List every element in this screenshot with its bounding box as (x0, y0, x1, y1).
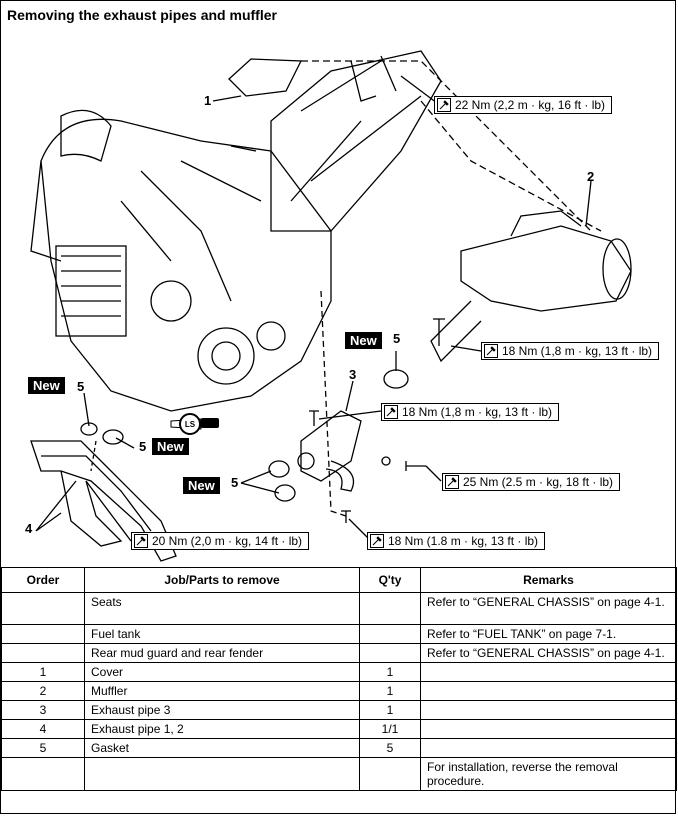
cell-order: 5 (1, 738, 85, 758)
cell-part: Exhaust pipe 1, 2 (84, 719, 360, 739)
torque-wrench-icon (437, 98, 451, 112)
cell-order (1, 757, 85, 791)
table-row: For installation, reverse the removal pr… (1, 757, 677, 791)
callout-1: 1 (204, 93, 212, 108)
callout-5-pipe3-gasket: 5 (231, 475, 239, 490)
table-header-row: Order Job/Parts to remove Q'ty Remarks (1, 567, 677, 593)
cell-part (84, 757, 360, 791)
cell-qty: 1 (359, 681, 421, 701)
torque-spec-muffler-clamp: 18 Nm (1,8 m · kg, 13 ft · lb) (481, 342, 660, 360)
new-badge: New (152, 438, 189, 455)
cell-order: 3 (1, 700, 85, 720)
cell-qty (359, 624, 421, 644)
header-qty: Q'ty (359, 567, 421, 593)
callout-2: 2 (587, 169, 595, 184)
callout-3: 3 (349, 367, 357, 382)
cell-order (1, 592, 85, 625)
cell-order: 2 (1, 681, 85, 701)
cell-order (1, 643, 85, 663)
cell-part: Fuel tank (84, 624, 360, 644)
table-row: 5 Gasket 5 (1, 738, 677, 758)
lubricant-ls-icon: LS (179, 413, 201, 435)
cell-remarks (420, 719, 677, 739)
parts-removal-table: Order Job/Parts to remove Q'ty Remarks S… (1, 567, 677, 791)
cell-order (1, 624, 85, 644)
cell-qty (359, 643, 421, 663)
torque-value: 22 Nm (2,2 m · kg, 16 ft · lb) (455, 98, 606, 112)
torque-spec-cover: 22 Nm (2,2 m · kg, 16 ft · lb) (434, 96, 613, 114)
cell-remarks: For installation, reverse the removal pr… (420, 757, 677, 791)
torque-wrench-icon (370, 534, 384, 548)
cell-part: Seats (84, 592, 360, 625)
table-row: 4 Exhaust pipe 1, 2 1/1 (1, 719, 677, 739)
page-title: Removing the exhaust pipes and muffler (7, 7, 277, 23)
cell-qty (359, 592, 421, 625)
callout-5-muffler-gasket: 5 (393, 331, 401, 346)
table-row: 3 Exhaust pipe 3 1 (1, 700, 677, 720)
cell-qty (359, 757, 421, 791)
cell-remarks: Refer to “FUEL TANK” on page 7-1. (420, 624, 677, 644)
header-job-parts: Job/Parts to remove (84, 567, 360, 593)
new-badge: New (345, 332, 382, 349)
torque-wrench-icon (384, 405, 398, 419)
torque-wrench-icon (484, 344, 498, 358)
header-remarks: Remarks (420, 567, 677, 593)
cell-order: 4 (1, 719, 85, 739)
cell-part: Muffler (84, 681, 360, 701)
torque-spec-pipe3-bracket: 18 Nm (1.8 m · kg, 13 ft · lb) (367, 532, 546, 550)
cell-part: Gasket (84, 738, 360, 758)
cell-remarks (420, 700, 677, 720)
cell-remarks: Refer to “GENERAL CHASSIS” on page 4-1. (420, 592, 677, 625)
torque-value: 18 Nm (1,8 m · kg, 13 ft · lb) (502, 344, 653, 358)
cell-order: 1 (1, 662, 85, 682)
new-badge: New (183, 477, 220, 494)
torque-value: 18 Nm (1.8 m · kg, 13 ft · lb) (388, 534, 539, 548)
header-order: Order (1, 567, 85, 593)
torque-wrench-icon (134, 534, 148, 548)
table-row: Rear mud guard and rear fender Refer to … (1, 643, 677, 663)
cell-remarks: Refer to “GENERAL CHASSIS” on page 4-1. (420, 643, 677, 663)
cell-part: Rear mud guard and rear fender (84, 643, 360, 663)
cell-remarks (420, 662, 677, 682)
cell-qty: 1 (359, 700, 421, 720)
table-row: 2 Muffler 1 (1, 681, 677, 701)
table-row: 1 Cover 1 (1, 662, 677, 682)
cell-qty: 1/1 (359, 719, 421, 739)
torque-spec-pipe12: 20 Nm (2,0 m · kg, 14 ft · lb) (131, 532, 310, 550)
torque-value: 20 Nm (2,0 m · kg, 14 ft · lb) (152, 534, 303, 548)
exploded-view-diagram (30, 50, 632, 562)
cell-part: Exhaust pipe 3 (84, 700, 360, 720)
table-row: Seats Refer to “GENERAL CHASSIS” on page… (1, 592, 677, 625)
callout-4: 4 (25, 521, 33, 536)
torque-spec-pipe3-nut: 25 Nm (2.5 m · kg, 18 ft · lb) (442, 473, 621, 491)
torque-spec-pipe3-bolt: 18 Nm (1,8 m · kg, 13 ft · lb) (381, 403, 560, 421)
callout-5-center-gasket: 5 (139, 439, 147, 454)
cell-qty: 1 (359, 662, 421, 682)
cell-remarks (420, 681, 677, 701)
callout-5-left-gasket: 5 (77, 379, 85, 394)
torque-value: 18 Nm (1,8 m · kg, 13 ft · lb) (402, 405, 553, 419)
cell-qty: 5 (359, 738, 421, 758)
torque-wrench-icon (445, 475, 459, 489)
cell-part: Cover (84, 662, 360, 682)
cell-remarks (420, 738, 677, 758)
new-badge: New (28, 377, 65, 394)
torque-value: 25 Nm (2.5 m · kg, 18 ft · lb) (463, 475, 614, 489)
table-row: Fuel tank Refer to “FUEL TANK” on page 7… (1, 624, 677, 644)
